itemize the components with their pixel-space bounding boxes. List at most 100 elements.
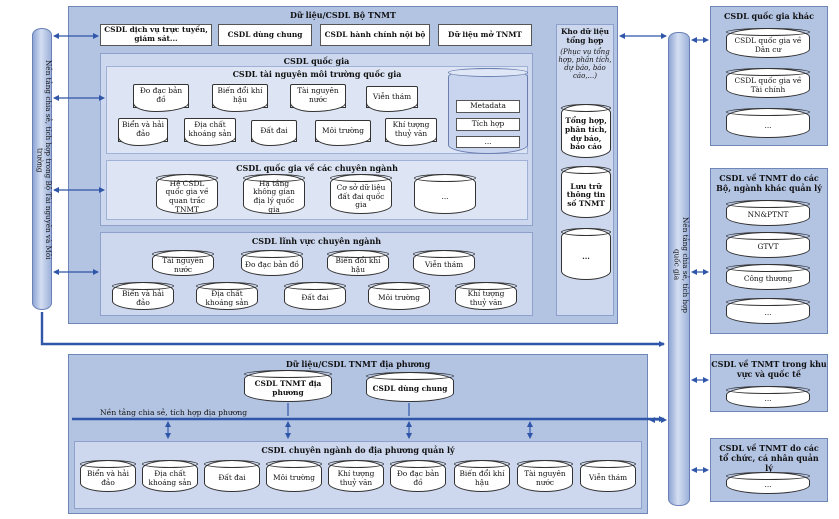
field-cyl-hydromet: Khí tượng thuỷ văn	[455, 282, 517, 310]
local-cyl-water: Tài nguyên nước	[517, 460, 573, 492]
orgs-cyl-more-label: ...	[764, 480, 772, 490]
local-cyl-shared: CSDL dùng chung	[366, 372, 454, 402]
env-doc-sea: Biển và hải đảo	[118, 118, 168, 146]
env-doc-climate: Biến đổi khí hậu	[212, 84, 268, 112]
env-doc-water: Tài nguyên nước	[290, 84, 346, 112]
env-doc-sea-label: Biển và hải đảo	[122, 120, 164, 138]
top-box-open-data: Dữ liệu mở TNMT	[438, 24, 532, 46]
other-cyl-population-label: CSDL quốc gia về Dân cư	[734, 36, 802, 54]
left-platform-pipe	[32, 28, 52, 310]
env-doc-remote: Viễn thám	[366, 86, 418, 112]
local-cyl-survey: Đo đạc bản đồ	[390, 460, 446, 492]
right-platform-label: Nền tảng chia sẻ, tích hợp quốc gia	[672, 216, 690, 314]
spec-cyl-land: Cơ sở dữ liệu đất đai quốc gia	[330, 174, 392, 214]
regional-cyl-more: ...	[726, 386, 810, 408]
other-national-title: CSDL quốc gia khác	[724, 11, 814, 21]
env-doc-hydromet-label: Khí tượng thuỷ văn	[392, 120, 430, 138]
field-db-title: CSDL lĩnh vực chuyên ngành	[251, 236, 382, 246]
metadata-box: Metadata	[456, 100, 520, 113]
left-platform-label: Nền tảng chia sẻ, tích hợp trong Bộ Tài …	[35, 60, 53, 260]
env-doc-survey-label: Đo đạc bản đồ	[139, 86, 183, 104]
spec-cyl-geospatial: Hạ tầng không gian địa lý quốc gia	[243, 174, 305, 214]
ministry-cyl-transport: GTVT	[726, 232, 810, 258]
field-cyl-survey-label: Đo đạc bản đồ	[245, 260, 299, 270]
local-spec-title: CSDL chuyên ngành do địa phương quản lý	[261, 445, 455, 455]
field-cyl-hydromet-label: Khí tượng thuỷ văn	[467, 288, 505, 307]
field-cyl-geology-label: Địa chất khoáng sản	[205, 288, 249, 307]
orgs-title: CSDL về TNMT do các tổ chức, cá nhân quả…	[719, 443, 819, 473]
field-cyl-water-label: Tài nguyên nước	[162, 255, 204, 274]
local-cyl-hydromet: Khí tượng thuỷ văn	[328, 460, 384, 492]
local-cyl-shared-label: CSDL dùng chung	[372, 384, 448, 394]
local-cyl-environment: Môi trường	[266, 460, 322, 492]
regional-cyl-more-label: ...	[764, 394, 772, 404]
local-cyl-climate-label: Biến đổi khí hậu	[459, 468, 505, 487]
local-cyl-sea: Biển và hải đảo	[80, 460, 136, 492]
field-cyl-sea-label: Biển và hải đảo	[122, 288, 164, 307]
top-box-admin: CSDL hành chính nội bộ	[320, 24, 430, 46]
orgs-cyl-more: ...	[726, 472, 810, 494]
ministry-cyl-transport-label: GTVT	[757, 242, 779, 252]
spec-cyl-more-label: ...	[441, 191, 449, 201]
env-doc-climate-label: Biến đổi khí hậu	[217, 86, 263, 104]
top-box-online: CSDL dịch vụ trực tuyến, giám sát...	[100, 24, 212, 46]
env-doc-environment: Môi trường	[315, 120, 371, 146]
local-cyl-survey-label: Đo đạc bản đồ	[396, 468, 440, 487]
field-cyl-climate-label: Biến đổi khí hậu	[335, 255, 381, 274]
ministry-cyl-agriculture-label: NN&PTNT	[747, 210, 789, 220]
env-doc-geology-label: Địa chất khoáng sản	[188, 120, 232, 138]
spec-cyl-monitoring: Hệ CSDL quốc gia về quan trắc TNMT	[156, 174, 218, 214]
field-cyl-land: Đất đai	[284, 282, 346, 310]
top-box-shared: CSDL dùng chung	[218, 24, 312, 46]
central-title: Dữ liệu/CSDL Bộ TNMT	[290, 10, 396, 20]
warehouse-subtitle: (Phục vụ tổng hợp, phân tích, dự báo, bá…	[558, 48, 612, 81]
integration-box: Tích hợp	[456, 118, 520, 131]
local-cyl-tnmt-label: CSDL TNMT địa phương	[254, 379, 322, 397]
local-cyl-remote-label: Viễn thám	[588, 473, 628, 483]
other-cyl-population: CSDL quốc gia về Dân cư	[726, 28, 810, 58]
field-cyl-sea: Biển và hải đảo	[112, 282, 174, 310]
local-cyl-geology-label: Địa chất khoáng sản	[148, 468, 192, 487]
field-cyl-environment-label: Môi trường	[378, 293, 420, 303]
warehouse-cyl-analysis: Tổng hợp, phân tích, dự báo, báo cáo	[561, 104, 611, 158]
env-doc-hydromet: Khí tượng thuỷ văn	[385, 118, 437, 146]
right-platform-pipe	[668, 32, 690, 506]
warehouse-cyl-more: ...	[561, 228, 611, 280]
ministry-cyl-agriculture: NN&PTNT	[726, 200, 810, 226]
warehouse-cyl-more-label: ...	[582, 252, 590, 262]
local-cyl-remote: Viễn thám	[580, 460, 636, 492]
other-cyl-finance: CSDL quốc gia về Tài chính	[726, 68, 810, 98]
field-cyl-geology: Địa chất khoáng sản	[196, 282, 258, 310]
ministry-cyl-industry: Công thương	[726, 264, 810, 290]
field-cyl-environment: Môi trường	[368, 282, 430, 310]
local-cyl-hydromet-label: Khí tượng thuỷ văn	[337, 468, 375, 487]
warehouse-title: Kho dữ liệu tổng hợp	[560, 27, 610, 45]
field-cyl-remote: Viễn thám	[413, 250, 475, 276]
warehouse-cyl-storage: Lưu trữ thông tin số TNMT	[561, 166, 611, 218]
local-platform-label: Nền tảng chia sẻ, tích hợp địa phương	[100, 408, 248, 417]
warehouse-cyl-storage-label: Lưu trữ thông tin số TNMT	[566, 181, 606, 208]
field-cyl-water: Tài nguyên nước	[152, 250, 214, 276]
env-doc-geology: Địa chất khoáng sản	[184, 118, 236, 146]
spec-cyl-monitoring-label: Hệ CSDL quốc gia về quan trắc TNMT	[165, 178, 209, 214]
spec-cyl-more: ...	[414, 174, 476, 214]
field-cyl-climate: Biến đổi khí hậu	[327, 250, 389, 276]
field-cyl-survey: Đo đạc bản đồ	[241, 250, 303, 276]
env-doc-environment-label: Môi trường	[322, 125, 364, 135]
warehouse-cyl-analysis-label: Tổng hợp, phân tích, dự báo, báo cáo	[565, 116, 607, 152]
ministries-title: CSDL về TNMT do các Bộ, ngành khác quản …	[716, 173, 822, 193]
spec-cyl-geospatial-label: Hạ tầng không gian địa lý quốc gia	[253, 178, 295, 214]
local-cyl-land-label: Đất đai	[218, 473, 246, 483]
other-cyl-more: ...	[726, 108, 810, 138]
local-title: Dữ liệu/CSDL TNMT địa phương	[285, 359, 431, 369]
ministry-cyl-more-label: ...	[764, 308, 772, 318]
local-cyl-sea-label: Biển và hải đảo	[87, 468, 129, 487]
other-cyl-more-label: ...	[764, 120, 772, 130]
env-db-title: CSDL tài nguyên môi trường quốc gia	[232, 69, 402, 79]
specialized-national-title: CSDL quốc gia về các chuyên ngành	[236, 163, 398, 173]
env-doc-remote-label: Viễn thám	[372, 91, 412, 101]
regional-title: CSDL về TNMT trong khu vực và quốc tế	[711, 359, 827, 379]
env-doc-land: Đất đai	[251, 120, 297, 146]
ministry-cyl-more: ...	[726, 298, 810, 324]
metadata-more-box: ...	[456, 136, 520, 148]
